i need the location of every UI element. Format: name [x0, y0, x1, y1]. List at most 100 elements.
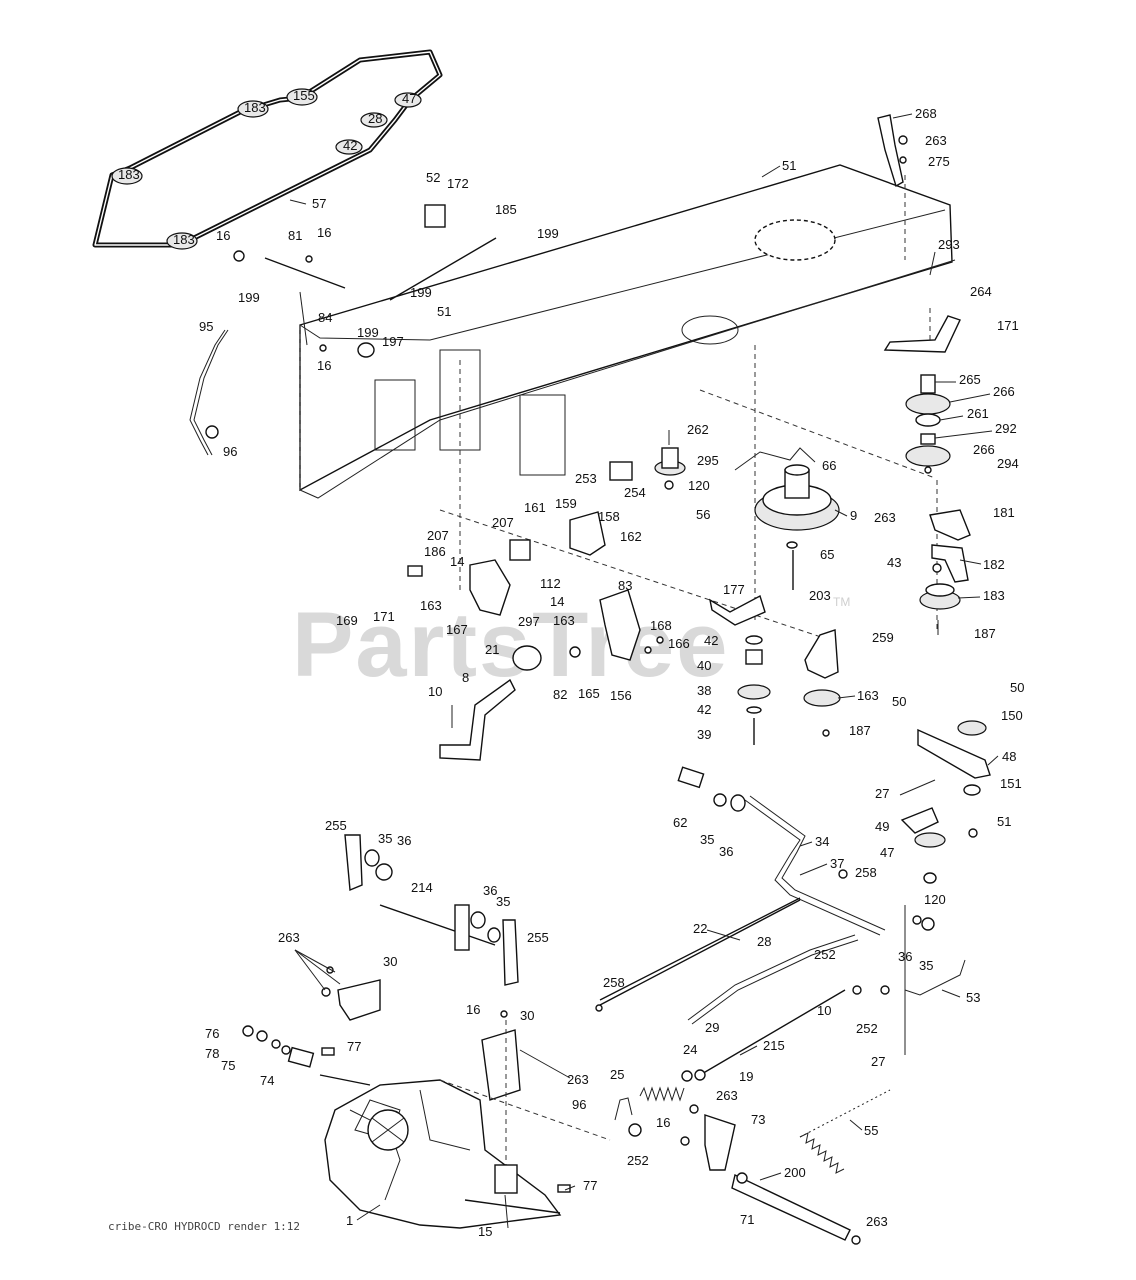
callout: 14: [550, 594, 564, 609]
callout: 169: [336, 613, 358, 628]
callout: 263: [567, 1072, 589, 1087]
callout: 159: [555, 496, 577, 511]
callout: 48: [1002, 749, 1016, 764]
callout: 21: [485, 642, 499, 657]
callout: 36: [719, 844, 733, 859]
belt-pulley: 183: [111, 167, 143, 185]
callout: 171: [373, 609, 395, 624]
callout: 171: [997, 318, 1019, 333]
callout: 1: [346, 1213, 353, 1228]
callout: 49: [875, 819, 889, 834]
callout: 275: [928, 154, 950, 169]
callout: 165: [578, 686, 600, 701]
idler-bracket-181: [919, 509, 971, 635]
callout: 30: [520, 1008, 534, 1023]
callout: 27: [875, 786, 889, 801]
callout: 65: [820, 547, 834, 562]
callout: 52: [426, 170, 440, 185]
callout: 186: [424, 544, 446, 559]
callout: 10: [428, 684, 442, 699]
svg-text:42: 42: [343, 138, 357, 153]
callout: 71: [740, 1212, 754, 1227]
control-rods: [595, 897, 966, 1076]
callout: 56: [696, 507, 710, 522]
callout: 15: [478, 1224, 492, 1239]
callout: 292: [995, 421, 1017, 436]
spring-25: [639, 1069, 706, 1102]
callout: 39: [697, 727, 711, 742]
upper-bracket-268: [877, 114, 908, 260]
callout: 24: [683, 1042, 697, 1057]
axle-hardware: [242, 1025, 571, 1193]
callout: 268: [915, 106, 937, 121]
callout: 74: [260, 1073, 274, 1088]
callout: 96: [223, 444, 237, 459]
callout: 34: [815, 834, 829, 849]
callout: 162: [620, 529, 642, 544]
callout: 84: [318, 310, 332, 325]
callout: 27: [871, 1054, 885, 1069]
belt-pulleys: 183 155 47 28 42 183 183: [111, 88, 422, 250]
belt-pulley: 183: [237, 100, 269, 118]
callout: 293: [938, 237, 960, 252]
callout: 50: [1010, 680, 1024, 695]
spring-55: [799, 1089, 891, 1174]
callout: 258: [603, 975, 625, 990]
callout: 167: [446, 622, 468, 637]
callout: 120: [688, 478, 710, 493]
callout: 16: [216, 228, 230, 243]
callout: 55: [864, 1123, 878, 1138]
footer-caption: cribe-CRO HYDROCD render 1:12: [108, 1220, 300, 1233]
clip-96: [614, 1097, 642, 1137]
callout: 215: [763, 1038, 785, 1053]
callout: 19: [739, 1069, 753, 1084]
callout: 252: [856, 1021, 878, 1036]
callout: 36: [483, 883, 497, 898]
idler-arm-177: [709, 594, 841, 737]
callout: 51: [437, 304, 451, 319]
spindle-295: [654, 430, 686, 490]
callout: 163: [857, 688, 879, 703]
callout: 35: [496, 894, 510, 909]
callout: 35: [700, 832, 714, 847]
belt-pulley: 28: [360, 111, 388, 128]
callout: 207: [427, 528, 449, 543]
callout: 36: [898, 949, 912, 964]
callout: 294: [997, 456, 1019, 471]
callout: 295: [697, 453, 719, 468]
callout: 297: [518, 614, 540, 629]
callout: 214: [411, 880, 433, 895]
callout: 14: [450, 554, 464, 569]
callout: 197: [382, 334, 404, 349]
callout: 62: [673, 815, 687, 830]
callout: 95: [199, 319, 213, 334]
callout: 183: [983, 588, 1005, 603]
callout: 30: [383, 954, 397, 969]
callout: 120: [924, 892, 946, 907]
callout: 166: [668, 636, 690, 651]
callout: 82: [553, 687, 567, 702]
callout: 112: [540, 576, 561, 591]
transaxle: [319, 1074, 611, 1229]
shift-linkage: [189, 204, 497, 456]
callout: 53: [966, 990, 980, 1005]
callout: 163: [420, 598, 442, 613]
brake-bracket-assembly: [407, 461, 664, 671]
callout: 200: [784, 1165, 806, 1180]
callout: 199: [410, 285, 432, 300]
watermark: PartsTree: [292, 594, 729, 696]
callout: 168: [650, 618, 672, 633]
callout: 10: [817, 1003, 831, 1018]
svg-text:47: 47: [402, 91, 416, 106]
callout: 37: [830, 856, 844, 871]
svg-text:183: 183: [173, 232, 195, 247]
callout: 264: [970, 284, 992, 299]
callout: 172: [447, 176, 469, 191]
belt-pulley: 47: [394, 91, 422, 108]
callout: 50: [892, 694, 906, 709]
callout: 22: [693, 921, 707, 936]
idler-stack-right: [883, 315, 961, 474]
belt-pulley: 155: [286, 88, 318, 106]
callout: 83: [618, 578, 632, 593]
